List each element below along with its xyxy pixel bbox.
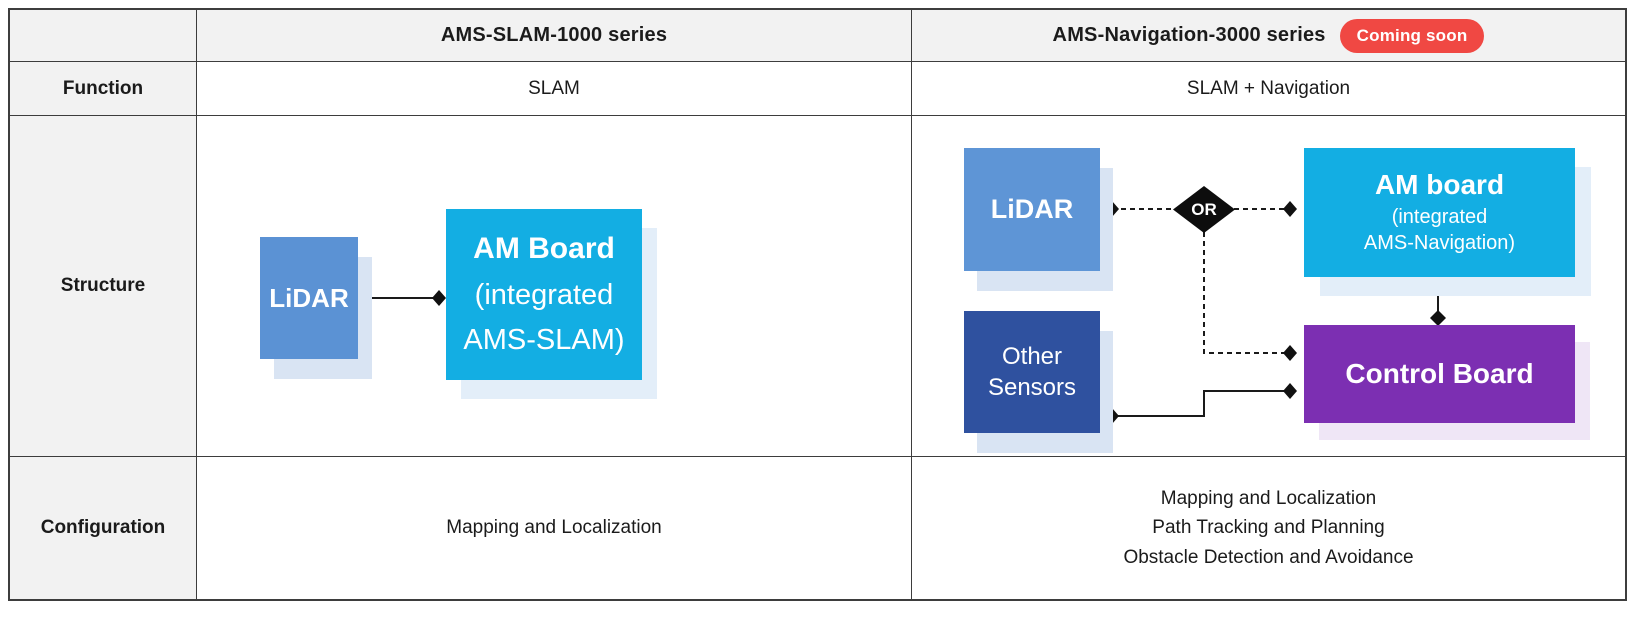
or-label: OR [1191, 199, 1217, 219]
function-nav-cell: SLAM + Navigation [912, 62, 1625, 116]
other-sensors-line1: Other [1001, 342, 1063, 370]
header-cell-slam-series: AMS-SLAM-1000 series [197, 10, 912, 62]
lidar-box: LiDAR [260, 237, 358, 359]
slam-connector-layer [358, 290, 446, 306]
configuration-nav-line1: Mapping and Localization [1160, 487, 1377, 509]
function-row-label: Function [62, 77, 144, 99]
structure-nav-cell: LiDAR Other Sensors OR AM board (integra… [912, 116, 1625, 457]
lidar-label: LiDAR [990, 194, 1074, 224]
slam-structure-diagram: LiDAR AM Board (integrated AMS-SLAM) [197, 116, 911, 456]
am-board-title: AM board [1374, 169, 1505, 200]
configuration-row-label: Configuration [40, 517, 166, 538]
structure-row-label: Structure [60, 275, 146, 296]
lidar-label: LiDAR [269, 282, 349, 313]
am-board-subtitle-line1: (integrated [1391, 206, 1488, 228]
lidar-box: LiDAR [964, 148, 1100, 271]
am-board-title: AM Board [473, 232, 615, 266]
am-board-subtitle-line1: (integrated [474, 278, 614, 311]
nav-structure-diagram: LiDAR Other Sensors OR AM board (integra… [912, 116, 1625, 456]
configuration-nav-line3: Obstacle Detection and Avoidance [1123, 546, 1414, 568]
other-sensors-box: Other Sensors [964, 311, 1100, 433]
other-sensors-line2: Sensors [987, 374, 1077, 401]
control-board-box: Control Board [1304, 325, 1575, 423]
configuration-nav-text: Mapping and Localization Path Tracking a… [1123, 484, 1413, 572]
structure-row-label-cell: Structure [10, 116, 197, 457]
function-slam-value: SLAM [528, 77, 580, 99]
corner-cell [10, 10, 197, 62]
coming-soon-badge: Coming soon [1339, 18, 1485, 53]
function-row-label-cell: Function [10, 62, 197, 116]
control-board-label: Control Board [1345, 358, 1534, 389]
nav-connector-layer [1105, 201, 1446, 424]
configuration-slam-text: Mapping and Localization [446, 513, 662, 542]
configuration-nav-cell: Mapping and Localization Path Tracking a… [912, 457, 1625, 599]
structure-slam-cell: LiDAR AM Board (integrated AMS-SLAM) [197, 116, 912, 457]
configuration-nav-line2: Path Tracking and Planning [1152, 517, 1385, 539]
configuration-slam-line1: Mapping and Localization [446, 517, 662, 539]
nav-series-header: AMS-Navigation-3000 series [1052, 24, 1326, 46]
configuration-row-label-cell: Configuration [10, 457, 197, 599]
am-board-subtitle-line2: AMS-Navigation) [1363, 232, 1516, 254]
comparison-table: AMS-SLAM-1000 series AMS-Navigation-3000… [8, 8, 1627, 601]
am-board-subtitle-line2: AMS-SLAM) [463, 323, 625, 356]
configuration-slam-cell: Mapping and Localization [197, 457, 912, 599]
am-board-box: AM board (integrated AMS-Navigation) [1304, 148, 1575, 277]
slam-series-header: AMS-SLAM-1000 series [440, 24, 668, 46]
function-slam-cell: SLAM [197, 62, 912, 116]
function-nav-value: SLAM + Navigation [1186, 77, 1351, 99]
am-board-box: AM Board (integrated AMS-SLAM) [446, 209, 642, 380]
header-cell-nav-series: AMS-Navigation-3000 series Coming soon [912, 10, 1625, 62]
